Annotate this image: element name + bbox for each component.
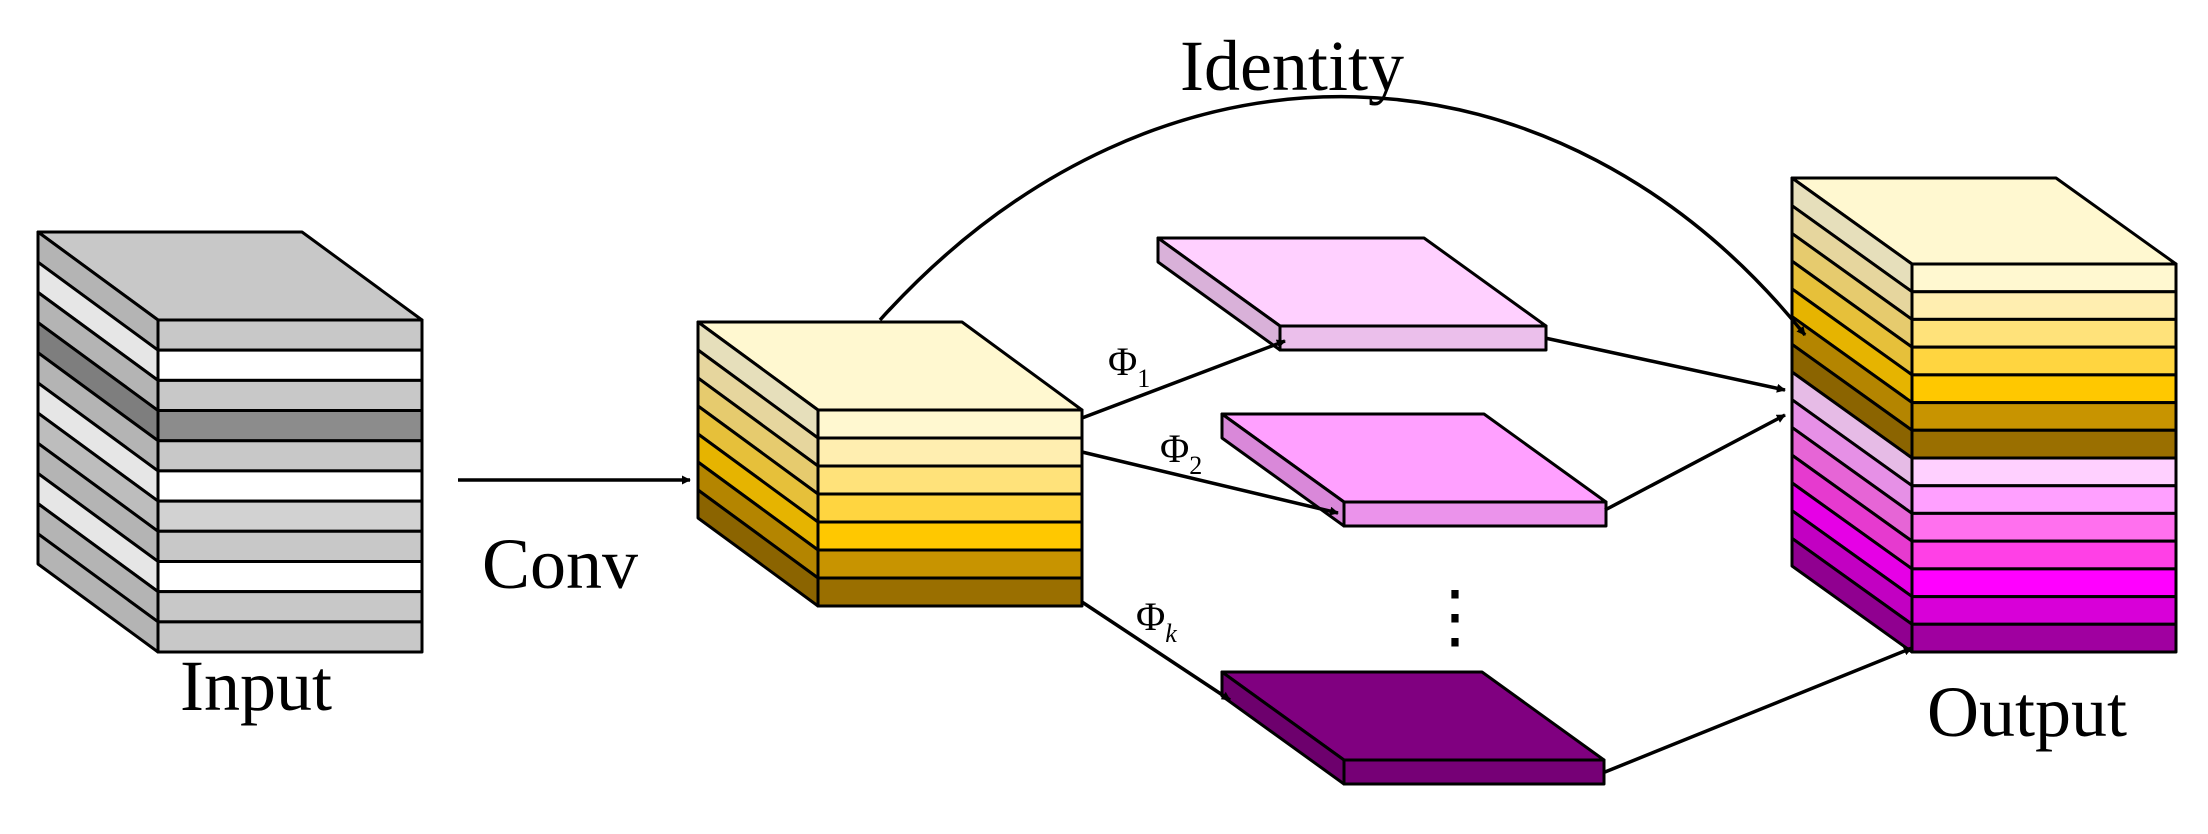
output-layer-front <box>1910 262 2178 294</box>
phi1-to-output-arrow <box>1544 336 1786 393</box>
phi2-front-face <box>1342 500 1608 528</box>
output-feature-block <box>1790 176 2178 654</box>
output-layer-front <box>1910 595 2178 626</box>
conv-layer-front <box>816 492 1084 524</box>
conv-feature-block <box>696 320 1084 608</box>
identity-arrow <box>878 94 1807 337</box>
input-layer-front <box>156 318 424 352</box>
output-layer-front <box>1910 484 2178 515</box>
phik-arrow <box>1081 600 1231 702</box>
input-label: Input <box>180 646 332 726</box>
phi2-feature-slab <box>1220 412 1608 528</box>
conv-layer-front <box>816 464 1084 496</box>
phik-label: Φk <box>1136 594 1177 648</box>
output-layer-front <box>1910 539 2178 571</box>
input-layer-front <box>156 378 424 413</box>
conv-layer-front <box>816 408 1084 440</box>
input-layer-front <box>156 620 424 654</box>
phik-front-face <box>1342 758 1606 786</box>
output-label: Output <box>1927 672 2127 752</box>
input-layer-front <box>156 439 424 473</box>
output-layer-front <box>1910 290 2178 321</box>
output-layer-front <box>1910 317 2178 349</box>
conv-layer-front <box>816 520 1084 552</box>
output-layer-front <box>1910 511 2178 543</box>
output-layer-front <box>1910 345 2178 377</box>
phi1-feature-slab <box>1156 236 1548 352</box>
output-layer-front <box>1910 622 2178 654</box>
input-layer-front <box>156 499 424 533</box>
input-layer-front <box>156 529 424 563</box>
output-layer-front <box>1910 567 2178 599</box>
phi2-to-output-arrow <box>1604 413 1786 512</box>
conv-label: Conv <box>482 524 638 604</box>
identity-label: Identity <box>1180 26 1404 106</box>
input-layer-front <box>156 348 424 382</box>
phik-to-output-arrow <box>1604 646 1913 774</box>
phi2-arrow <box>1081 450 1339 516</box>
conv-layer-front <box>816 548 1084 580</box>
output-layer-front <box>1910 428 2178 460</box>
phi1-front-face <box>1278 324 1548 352</box>
input-layer-front <box>156 469 424 503</box>
conv-layer-front <box>816 436 1084 468</box>
output-layer-front <box>1910 456 2178 488</box>
phi1-arrow <box>1081 339 1286 420</box>
ellipsis-label: ⋮ <box>1420 579 1490 656</box>
conv-layer-front <box>816 576 1084 608</box>
phi1-label: Φ1 <box>1108 339 1150 393</box>
phik-feature-slab <box>1220 670 1606 786</box>
input-layer-front <box>156 409 424 443</box>
input-feature-block <box>36 230 424 654</box>
output-layer-front <box>1910 373 2178 405</box>
input-layer-front <box>156 590 424 624</box>
output-layer-front <box>1910 401 2178 432</box>
phi2-label: Φ2 <box>1160 426 1202 480</box>
input-layer-front <box>156 559 424 594</box>
